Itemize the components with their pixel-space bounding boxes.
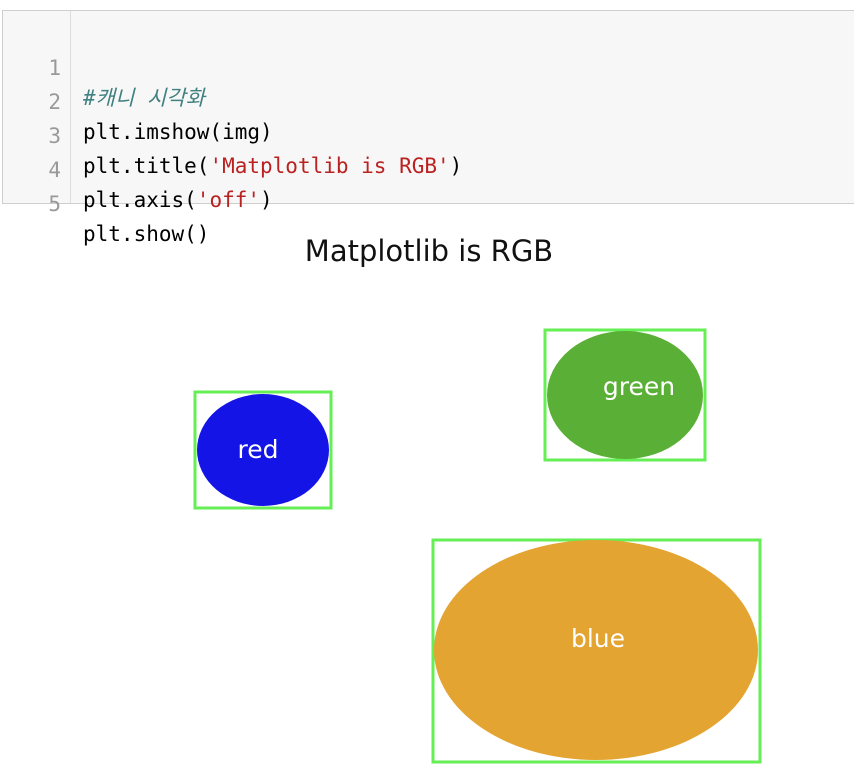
line-number: 4 <box>48 158 61 182</box>
plot-title: Matplotlib is RGB <box>304 234 554 268</box>
code-close: ) <box>260 188 273 212</box>
code-text: plt.show() <box>83 222 210 246</box>
line-number: 2 <box>48 90 61 114</box>
code-comment: #캐니 시각화 <box>83 86 205 110</box>
code-line-1: 1 #캐니 시각화 <box>3 23 854 110</box>
shape-label-green: green <box>603 372 675 401</box>
code-cell[interactable]: 1 #캐니 시각화 2 plt.imshow(img) 3 plt.title(… <box>2 10 854 246</box>
code-line-5: 5 plt.show() <box>3 159 854 246</box>
bounding-box-red <box>193 390 333 510</box>
code-line-3: 3 plt.title('Matplotlib is RGB') <box>3 91 854 178</box>
code-text: plt.title('Matplotlib is RGB') <box>83 151 462 181</box>
shape-label-red: red <box>238 435 279 464</box>
shape-label-blue: blue <box>571 624 625 653</box>
bounding-box-blue <box>431 538 762 764</box>
line-number: 1 <box>48 56 61 80</box>
shape-blue <box>434 540 758 760</box>
shape-red <box>197 394 329 506</box>
code-text: plt.axis('off') <box>83 185 273 215</box>
plot-image: red green blue <box>193 328 762 764</box>
code-call: plt.axis( <box>83 188 197 212</box>
code-string: 'Matplotlib is RGB' <box>209 154 450 178</box>
shape-green <box>547 331 703 459</box>
line-number-gutter <box>3 11 71 203</box>
code-string: 'off' <box>196 188 261 212</box>
cell-output: Matplotlib is RGB red green blue <box>0 204 854 783</box>
code-close: ) <box>449 154 463 178</box>
bounding-box-green <box>543 328 707 462</box>
code-line-4: 4 plt.axis('off') <box>3 125 854 212</box>
code-call: plt.title( <box>83 154 210 178</box>
line-number: 3 <box>48 124 61 148</box>
line-number: 5 <box>48 192 61 216</box>
code-line-2: 2 plt.imshow(img) <box>3 57 854 144</box>
code-text: plt.imshow(img) <box>83 120 273 144</box>
